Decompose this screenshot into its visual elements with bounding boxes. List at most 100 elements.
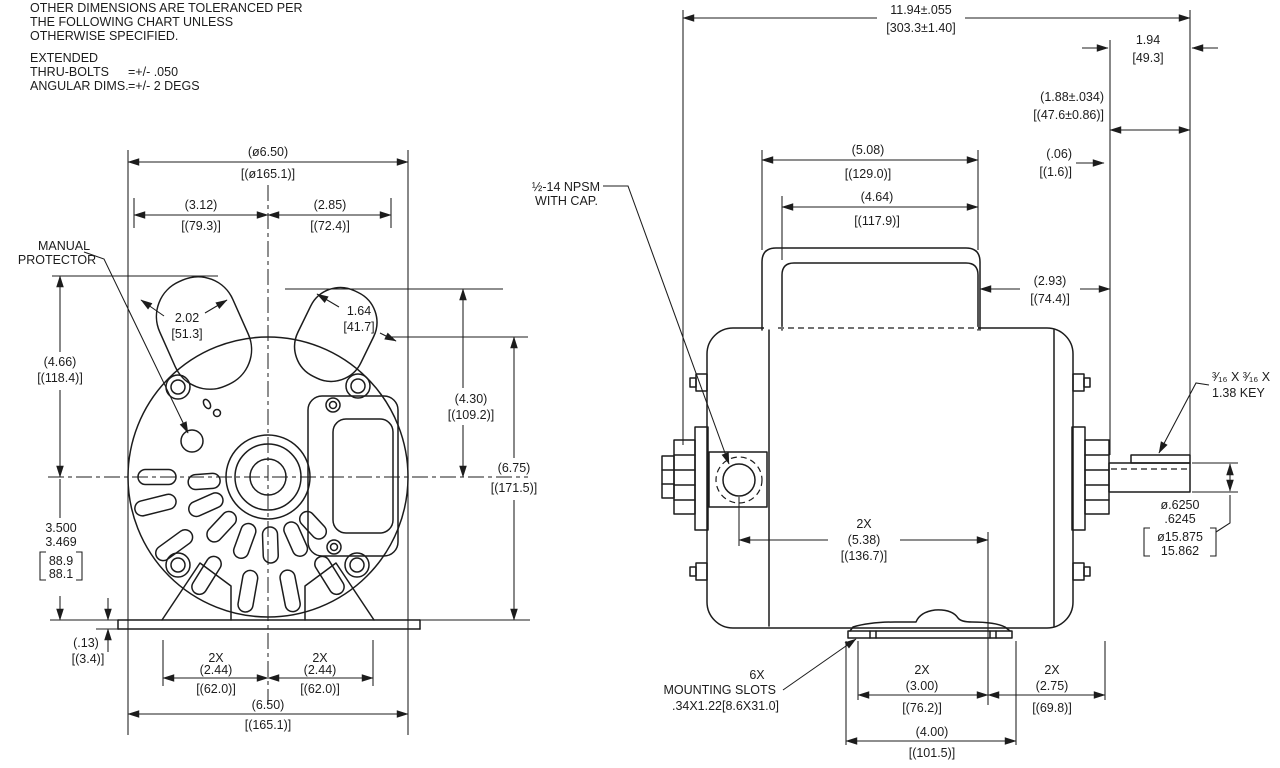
dim-len-mm: [303.3±1.40] [886, 21, 955, 35]
small-vent [202, 398, 212, 410]
label-slots-3: .34X1.22[8.6X31.0] [672, 699, 779, 713]
dim-h-mid-mm: [(109.2)] [448, 408, 495, 422]
dim-foot-right-mm: [(62.0)] [300, 682, 340, 696]
dim-box-w-mm: [(129.0)] [845, 167, 892, 181]
dim-shaft-ext-in: 1.94 [1136, 33, 1160, 47]
dim-shaft-dia-mm2: 15.862 [1161, 544, 1199, 558]
dim-h-overall-in: (6.75) [498, 461, 531, 475]
terminal-opening [332, 418, 394, 534]
dim-h-upper-mm: [(118.4)] [37, 371, 83, 385]
note-line-3: OTHERWISE SPECIFIED. [30, 29, 178, 43]
note-angular-tol: =+/- 2 DEGS [128, 79, 200, 93]
louver-slots [134, 468, 345, 613]
front-feet [117, 562, 421, 630]
conduit-boss [708, 451, 768, 508]
dim-shaft-len-in: (1.88±.034) [1040, 90, 1104, 104]
dim-gap-mm: [(1.6)] [1039, 165, 1072, 179]
dim-base-t-mm: [(3.4)] [72, 652, 105, 666]
dim-foot-left-count: 2X [208, 651, 224, 665]
dim-shaft-dia-in1: ø.6250 [1161, 498, 1200, 512]
dim-w-right-mm: [(72.4)] [310, 219, 350, 233]
dim-foot-right-count: 2X [312, 651, 328, 665]
dim-w-bottom-in: (6.50) [252, 698, 285, 712]
terminal-screw-bottom [326, 539, 342, 555]
note-extended: EXTENDED [30, 51, 98, 65]
dim-foot-c-in: (4.00) [916, 725, 949, 739]
label-npsm-1: ½-14 NPSM [532, 180, 600, 194]
front-hub-shaft [1071, 426, 1191, 531]
shaft-key [1130, 454, 1191, 464]
bracket-right [76, 551, 83, 581]
note-thru-bolts-tol: =+/- .050 [128, 65, 178, 79]
dim-foot-a-count: 2X [914, 663, 930, 677]
dim-box-w-in: (5.08) [852, 143, 885, 157]
dim-len-in: 11.94±.055 [890, 3, 952, 17]
label-slots-1: 6X [749, 668, 765, 682]
dim-w-left-mm: [(79.3)] [181, 219, 221, 233]
dim-box-inner-in: (4.64) [861, 190, 894, 204]
key-leader [1158, 382, 1210, 454]
bracket-right-2 [1210, 527, 1217, 557]
left-ear [155, 276, 253, 390]
dim-w-left-in: (3.12) [185, 198, 218, 212]
dim-foot-a-mm: [(76.2)] [902, 701, 942, 715]
terminal-box-outer [761, 247, 981, 331]
dim-slot-span-mm: [(136.7)] [841, 549, 888, 563]
manual-protector-leader [83, 251, 189, 434]
label-slots-2: MOUNTING SLOTS [663, 683, 776, 697]
bracket-left [39, 551, 46, 581]
side-view [661, 247, 1191, 639]
dim-box-inner-mm: [(117.9)] [854, 214, 900, 228]
dim-foot-right-in: (2.44) [304, 663, 337, 677]
dim-slot-span-count: 2X [856, 517, 872, 531]
dim-w-right-in: (2.85) [314, 198, 347, 212]
terminal-contour [307, 395, 399, 557]
side-foot [847, 609, 1013, 639]
dim-box-h-mm: [(74.4)] [1030, 292, 1070, 306]
dim-w-bottom-mm: [(165.1)] [245, 718, 292, 732]
terminal-screw-top [325, 397, 341, 413]
dim-foot-b-count: 2X [1044, 663, 1060, 677]
note-line-2: THE FOLLOWING CHART UNLESS [30, 15, 233, 29]
conduit-hole [722, 463, 756, 497]
dim-slot-span-in: (5.38) [848, 533, 881, 547]
terminal-box-inner [781, 262, 979, 331]
dim-h-upper-in: (4.66) [44, 355, 77, 369]
dim-foot-a-in: (3.00) [906, 679, 939, 693]
dim-shaft-h-in1: 3.500 [45, 521, 76, 535]
dim-h-mid-in: (4.30) [455, 392, 488, 406]
label-npsm-2: WITH CAP. [535, 194, 598, 208]
tolerance-notes: OTHER DIMENSIONS ARE TOLERANCED PER THE … [30, 1, 303, 93]
note-line-1: OTHER DIMENSIONS ARE TOLERANCED PER [30, 1, 303, 15]
slots-leader [782, 638, 857, 691]
dim-ear-right-mm: [41.7] [343, 320, 374, 334]
note-thru-bolts: THRU-BOLTS [30, 65, 109, 79]
dim-h-overall-mm: [(171.5)] [491, 481, 538, 495]
note-angular: ANGULAR DIMS. [30, 79, 129, 93]
dim-ear-right-in: 1.64 [347, 304, 371, 318]
shaft-dia-leader [1215, 495, 1231, 533]
label-key-2: 1.38 KEY [1212, 386, 1265, 400]
dim-base-t-in: (.13) [73, 636, 99, 650]
terminal-screw-top-inner [328, 400, 338, 410]
shaft [1108, 462, 1191, 493]
dim-foot-left-in: (2.44) [200, 663, 233, 677]
dim-foot-left-mm: [(62.0)] [196, 682, 236, 696]
thru-bolt-heads [689, 373, 1091, 581]
dim-shaft-len-mm: [(47.6±0.86)] [1033, 108, 1104, 122]
dim-shaft-dia-mm1: ø15.875 [1157, 530, 1203, 544]
dim-box-h-in: (2.93) [1034, 274, 1067, 288]
small-hole [212, 408, 222, 418]
dim-ear-left-mm: [51.3] [171, 327, 202, 341]
dim-dia-top-in: (ø6.50) [248, 145, 288, 159]
terminal-screw-bottom-inner [329, 542, 339, 552]
label-key-1: ³⁄₁₆ X ³⁄₁₆ X [1212, 370, 1271, 384]
front-view [48, 185, 528, 705]
dim-gap-in: (.06) [1046, 147, 1072, 161]
label-manual-protector-1: MANUAL [38, 239, 90, 253]
bracket-left-2 [1143, 527, 1150, 557]
label-manual-protector-2: PROTECTOR [18, 253, 96, 267]
dim-shaft-ext-mm: [49.3] [1132, 51, 1163, 65]
